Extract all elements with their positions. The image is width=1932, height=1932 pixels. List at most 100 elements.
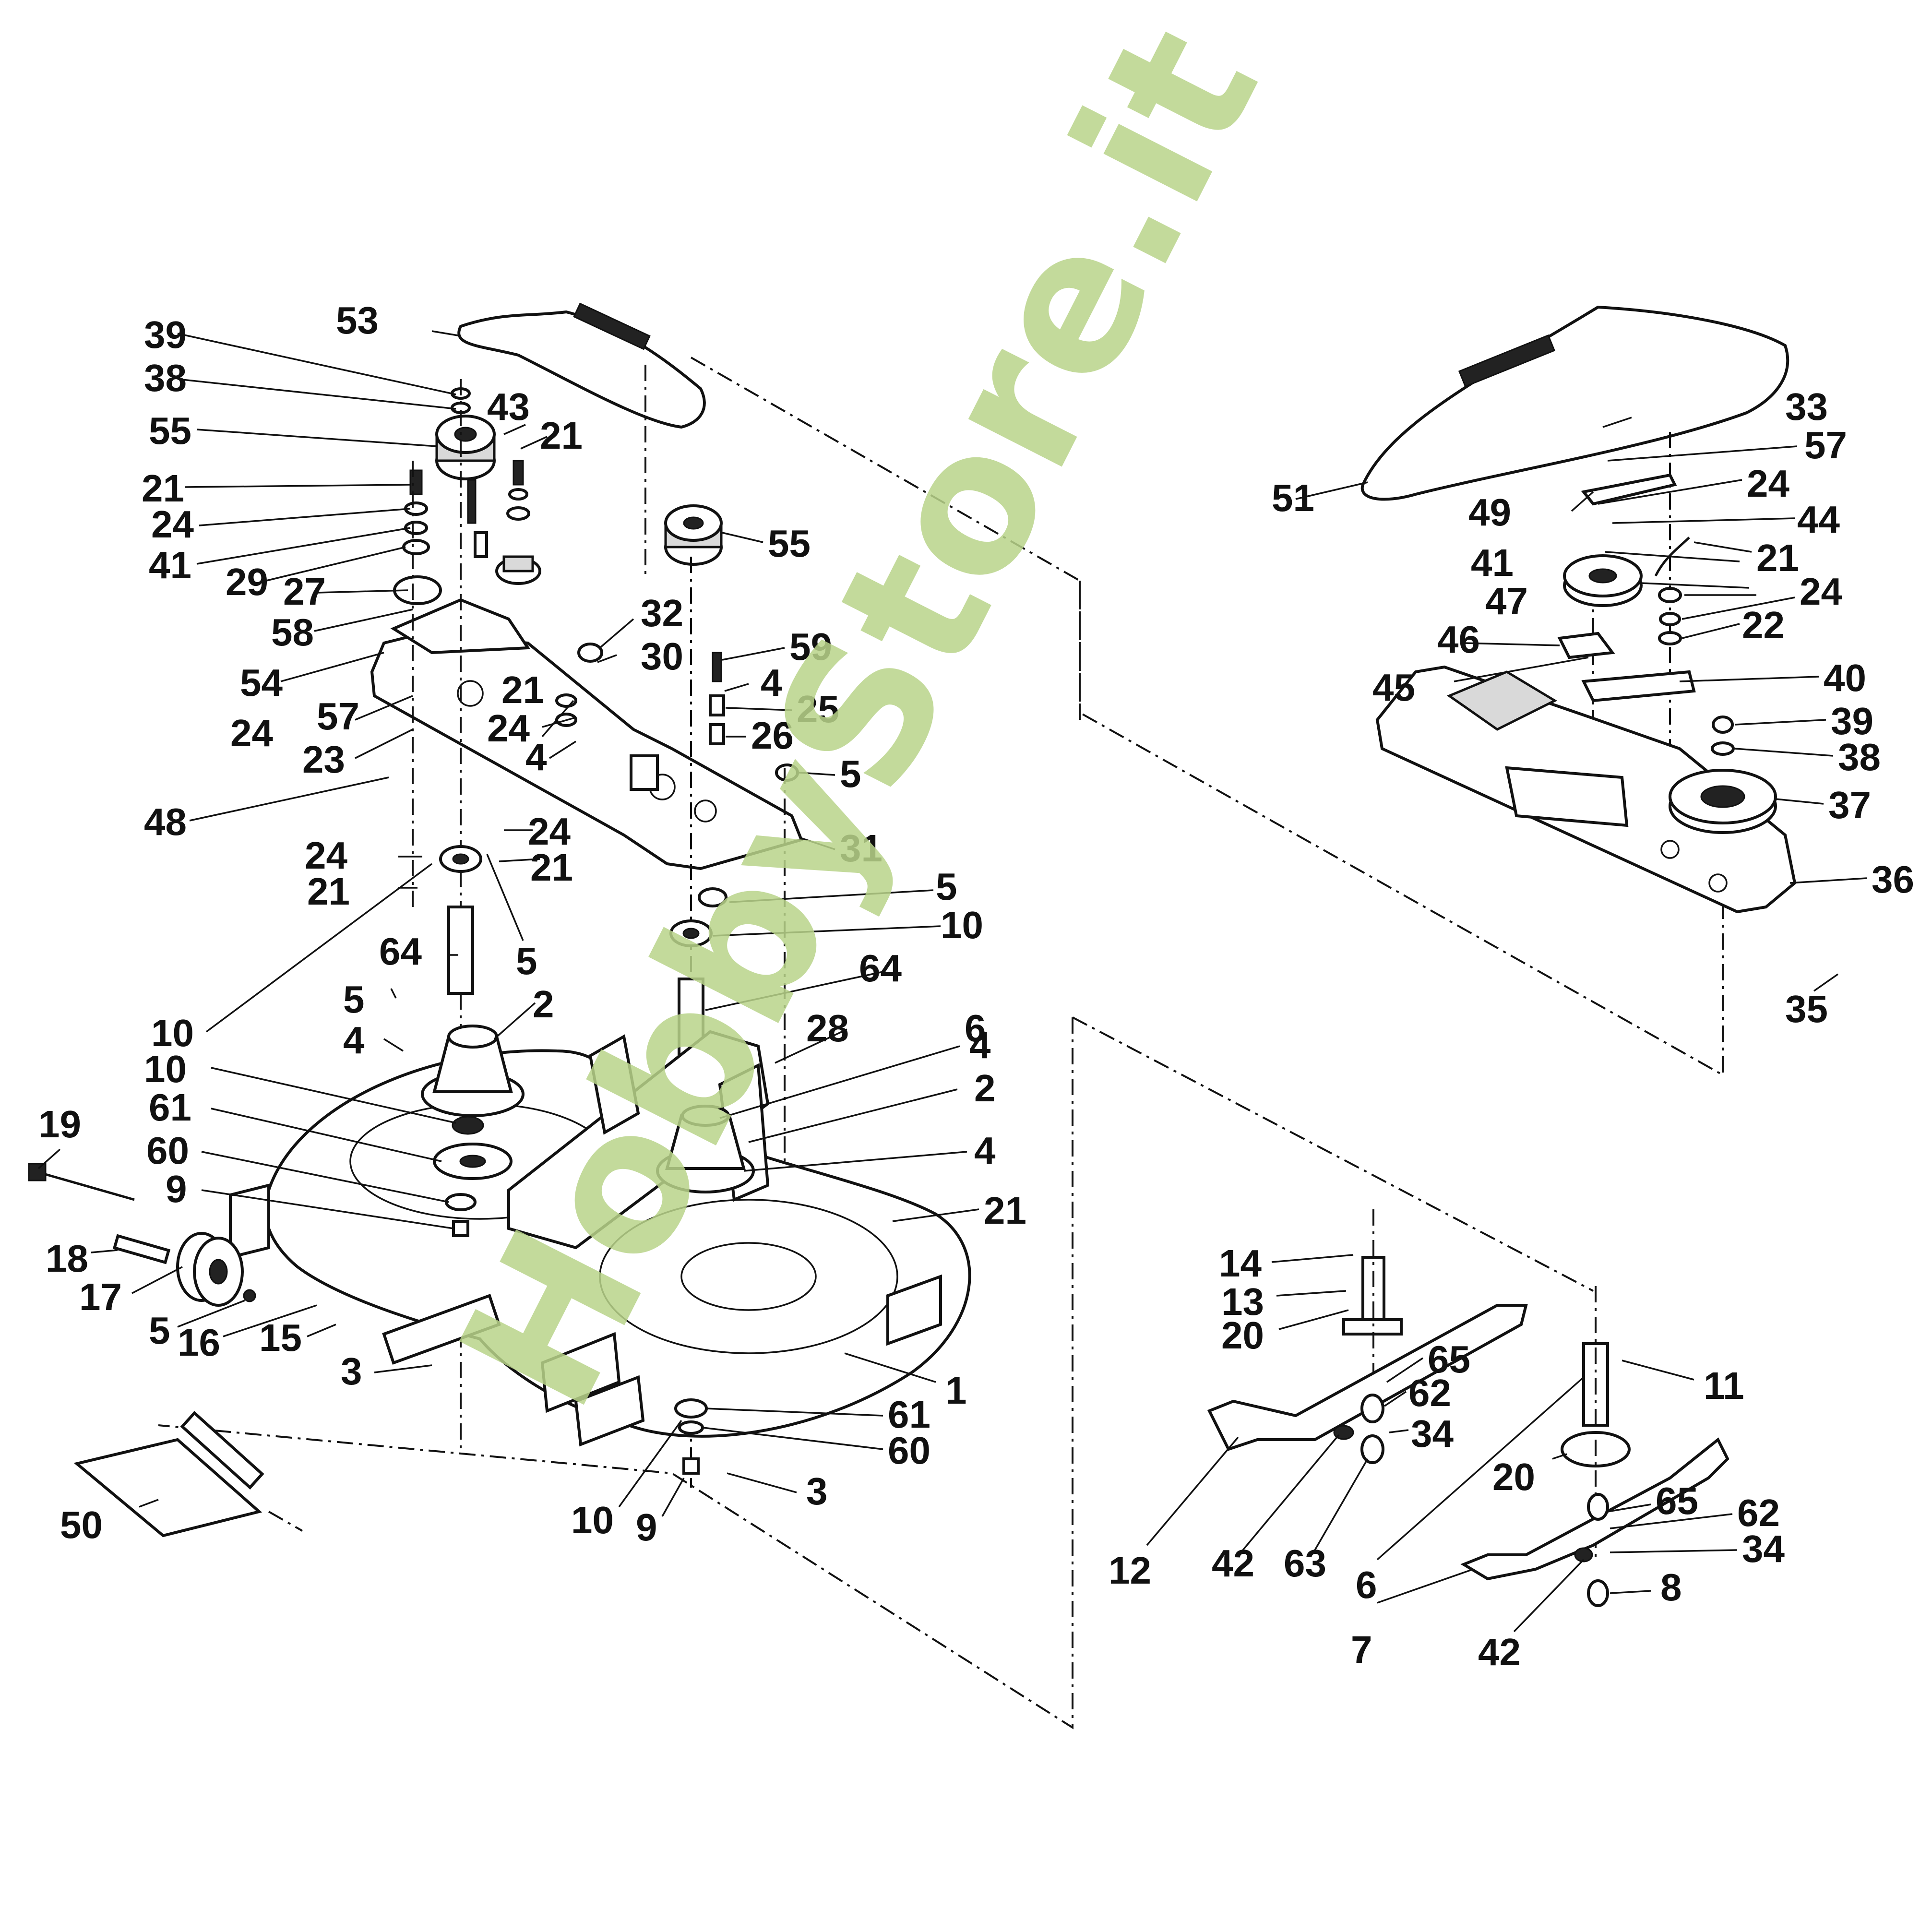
label-24: 24 bbox=[151, 503, 194, 546]
blade-12 bbox=[1207, 1304, 1528, 1451]
label-9: 9 bbox=[166, 1168, 187, 1210]
label-53: 53 bbox=[336, 299, 379, 342]
label-62: 62 bbox=[1408, 1371, 1451, 1414]
spindle-13 bbox=[1342, 1209, 1403, 1392]
label-2: 2 bbox=[974, 1067, 996, 1109]
label-10: 10 bbox=[151, 1012, 194, 1054]
label-10: 10 bbox=[571, 1499, 614, 1541]
label-33: 33 bbox=[1785, 385, 1828, 428]
label-13: 13 bbox=[1221, 1280, 1264, 1323]
label-47: 47 bbox=[1485, 580, 1528, 622]
label-7: 7 bbox=[1351, 1628, 1372, 1671]
part-labels: 39 38 55 21 24 41 29 27 58 54 57 24 23 4… bbox=[38, 299, 1914, 1673]
belt-53 bbox=[457, 302, 706, 429]
label-5: 5 bbox=[149, 1309, 170, 1352]
label-5: 5 bbox=[516, 940, 537, 982]
label-24: 24 bbox=[1747, 462, 1789, 505]
label-37: 37 bbox=[1828, 784, 1871, 826]
label-65: 65 bbox=[1428, 1338, 1470, 1381]
label-30: 30 bbox=[641, 635, 683, 678]
label-62: 62 bbox=[1737, 1491, 1780, 1534]
gauge-wheel-assembly bbox=[28, 1163, 256, 1307]
small-fasteners bbox=[402, 387, 799, 907]
label-40: 40 bbox=[1824, 656, 1866, 699]
label-25: 25 bbox=[797, 688, 839, 730]
label-57: 57 bbox=[317, 695, 359, 738]
label-12: 12 bbox=[1109, 1549, 1151, 1592]
label-22: 22 bbox=[1742, 604, 1785, 646]
spindle-housing-2-left bbox=[421, 1025, 525, 1180]
label-54: 54 bbox=[240, 661, 283, 704]
label-35: 35 bbox=[1785, 988, 1828, 1030]
label-64: 64 bbox=[859, 947, 902, 990]
label-14: 14 bbox=[1219, 1242, 1262, 1285]
blade-fasteners bbox=[1333, 1394, 1609, 1607]
label-24: 24 bbox=[1800, 570, 1842, 613]
label-20: 20 bbox=[1221, 1314, 1264, 1357]
label-21: 21 bbox=[501, 668, 544, 711]
label-24: 24 bbox=[230, 712, 273, 754]
label-4: 4 bbox=[974, 1129, 996, 1172]
label-32: 32 bbox=[641, 592, 683, 634]
label-5: 5 bbox=[936, 865, 957, 908]
label-42: 42 bbox=[1212, 1542, 1254, 1585]
label-21: 21 bbox=[984, 1189, 1026, 1232]
idler-pulley-47 bbox=[1563, 554, 1643, 607]
idler-pulleys-upper bbox=[393, 555, 541, 605]
label-21: 21 bbox=[307, 870, 350, 913]
label-4: 4 bbox=[969, 1024, 991, 1066]
idler-arm-assembly bbox=[1557, 473, 1735, 756]
pulley-37 bbox=[1669, 769, 1777, 834]
label-27: 27 bbox=[283, 570, 326, 613]
bearings-and-spacers bbox=[439, 845, 713, 1076]
label-63: 63 bbox=[1284, 1542, 1326, 1585]
label-9: 9 bbox=[636, 1506, 657, 1549]
label-38: 38 bbox=[1838, 736, 1881, 778]
label-39: 39 bbox=[1831, 700, 1873, 742]
label-10: 10 bbox=[941, 904, 983, 946]
belt-51 bbox=[1360, 305, 1789, 501]
label-55: 55 bbox=[149, 409, 191, 452]
label-10: 10 bbox=[144, 1048, 187, 1090]
label-21: 21 bbox=[142, 467, 184, 510]
label-45: 45 bbox=[1372, 666, 1415, 709]
label-6: 6 bbox=[965, 1007, 986, 1049]
label-65: 65 bbox=[1656, 1479, 1698, 1522]
label-6: 6 bbox=[1356, 1563, 1377, 1606]
label-5: 5 bbox=[343, 978, 365, 1021]
label-18: 18 bbox=[46, 1237, 88, 1280]
label-15: 15 bbox=[259, 1316, 302, 1359]
label-57: 57 bbox=[1804, 424, 1847, 466]
anti-scalp-roller-50 bbox=[73, 1411, 303, 1538]
label-61: 61 bbox=[888, 1393, 930, 1436]
label-38: 38 bbox=[144, 357, 187, 399]
label-41: 41 bbox=[149, 544, 191, 586]
label-55: 55 bbox=[768, 522, 811, 565]
label-11: 11 bbox=[1704, 1364, 1744, 1407]
label-3: 3 bbox=[341, 1350, 362, 1393]
lower-bearings bbox=[445, 1193, 708, 1475]
label-24: 24 bbox=[528, 810, 571, 853]
label-34: 34 bbox=[1742, 1527, 1785, 1570]
label-24: 24 bbox=[305, 834, 347, 877]
label-21: 21 bbox=[530, 846, 573, 889]
label-4: 4 bbox=[525, 736, 547, 778]
label-20: 20 bbox=[1492, 1455, 1535, 1498]
blade-7 bbox=[1460, 1437, 1729, 1581]
label-26: 26 bbox=[751, 714, 794, 757]
label-28: 28 bbox=[806, 1007, 849, 1049]
label-3: 3 bbox=[806, 1470, 828, 1513]
label-8: 8 bbox=[1660, 1566, 1682, 1609]
label-29: 29 bbox=[226, 561, 268, 603]
label-43: 43 bbox=[487, 385, 530, 428]
label-31: 31 bbox=[840, 827, 883, 870]
label-4: 4 bbox=[343, 1019, 365, 1061]
leader-lines bbox=[37, 330, 1867, 1633]
label-4: 4 bbox=[761, 661, 782, 704]
label-39: 39 bbox=[144, 313, 187, 356]
label-42: 42 bbox=[1478, 1631, 1521, 1673]
pulley-55-right bbox=[664, 504, 723, 566]
label-34: 34 bbox=[1411, 1412, 1454, 1455]
